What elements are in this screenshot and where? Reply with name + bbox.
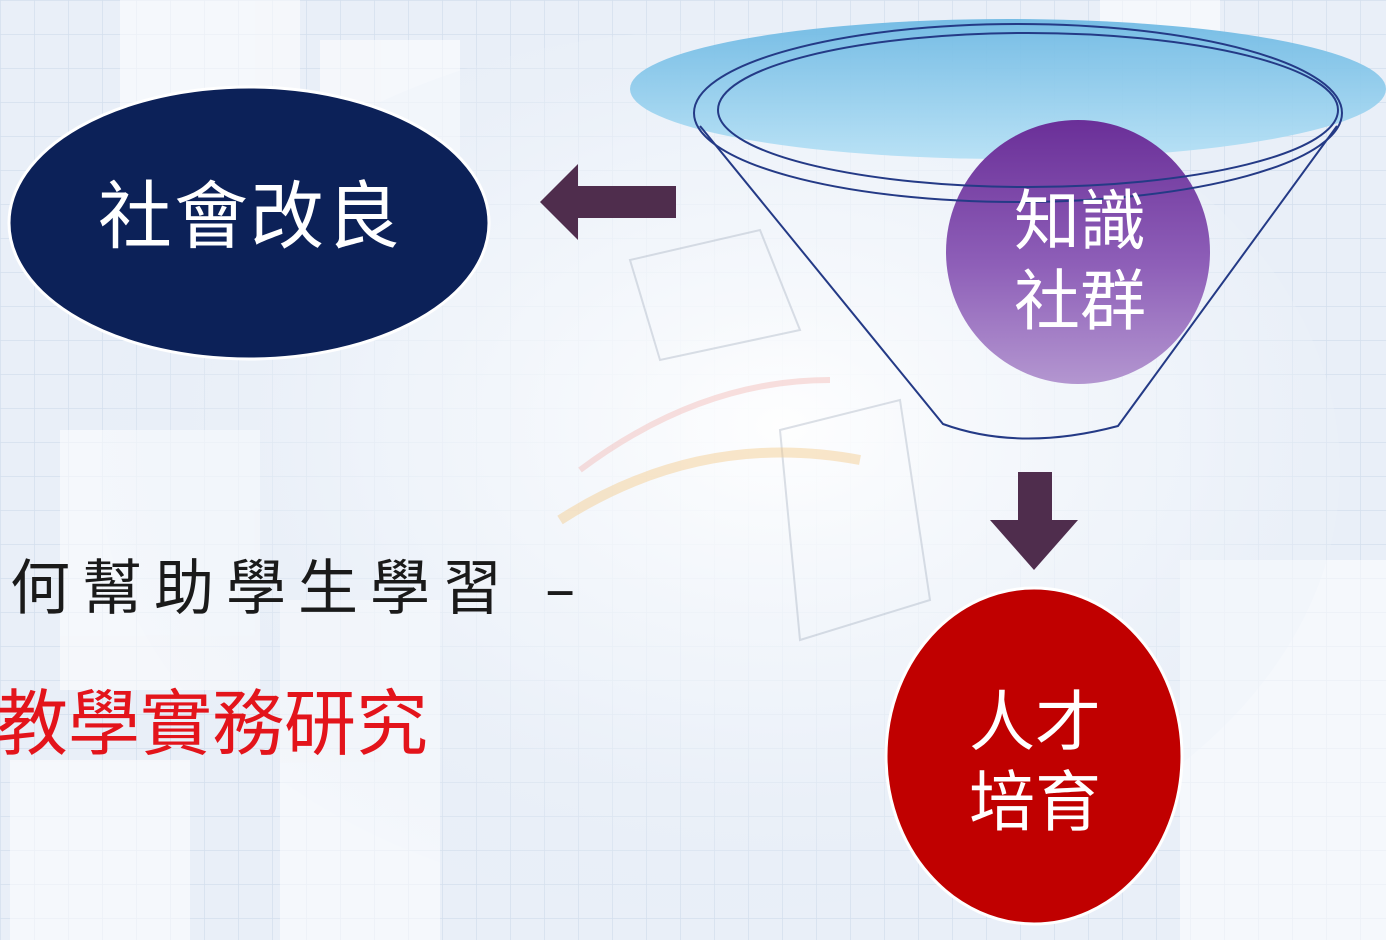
talent-cultivation-label: 人才 培育 [905, 683, 1165, 843]
social-improvement-label: 社會改良 [98, 174, 402, 260]
knowledge-label-line1: 知識 [1014, 183, 1146, 260]
knowledge-community-label: 知識 社群 [960, 182, 1200, 342]
funnel-rim [630, 19, 1386, 159]
talent-label-line1: 人才 [969, 684, 1101, 761]
left-arrow [540, 164, 676, 240]
talent-label-line2: 培育 [969, 764, 1101, 841]
talent-cultivation-node [884, 586, 1184, 926]
answer-text: 教學實務研究 [0, 682, 429, 766]
down-arrow [990, 472, 1078, 570]
social-improvement-node [7, 85, 491, 361]
funnel-outline [693, 23, 1343, 440]
question-text: 如何幫助學生學習 – [0, 554, 588, 624]
knowledge-label-line2: 社群 [1014, 263, 1146, 340]
